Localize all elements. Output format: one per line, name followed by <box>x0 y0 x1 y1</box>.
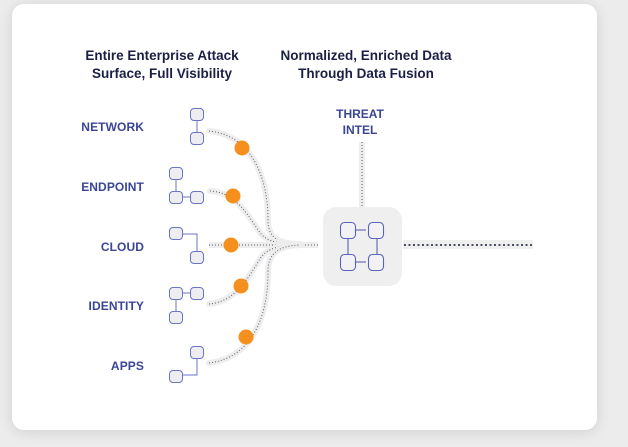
path-endpoint <box>209 190 301 245</box>
identity-dot <box>233 278 249 294</box>
label-apps: APPS <box>110 359 144 373</box>
diagram-card <box>12 4 597 430</box>
apps-dot <box>238 329 254 345</box>
heading-data-fusion: Normalized, Enriched Data Through Data F… <box>280 48 452 81</box>
accent-dots <box>223 140 254 345</box>
flow-paths <box>206 128 533 366</box>
cloud-dot <box>223 237 239 253</box>
label-endpoint: ENDPOINT <box>81 180 144 194</box>
data-fusion-hub <box>323 207 402 286</box>
label-identity: IDENTITY <box>88 299 144 313</box>
apps-node-icon <box>169 346 204 383</box>
label-threat-intel: THREAT INTEL <box>336 107 384 137</box>
label-network: NETWORK <box>81 120 144 134</box>
path-identity-halo <box>206 242 303 307</box>
path-apps-halo <box>206 242 303 366</box>
endpoint-dot <box>225 188 241 204</box>
path-endpoint-halo <box>207 188 303 247</box>
four-node-grid-icon <box>339 221 385 272</box>
endpoint-node-icon <box>169 167 204 204</box>
heading-attack-surface: Entire Enterprise Attack Surface, Full V… <box>85 48 239 81</box>
identity-node-icon <box>169 287 204 324</box>
path-identity <box>208 244 301 305</box>
cloud-node-icon <box>169 227 204 264</box>
network-dot <box>234 140 250 156</box>
label-cloud: CLOUD <box>100 240 144 254</box>
hub-background <box>323 207 402 286</box>
network-node-icon <box>190 108 204 145</box>
